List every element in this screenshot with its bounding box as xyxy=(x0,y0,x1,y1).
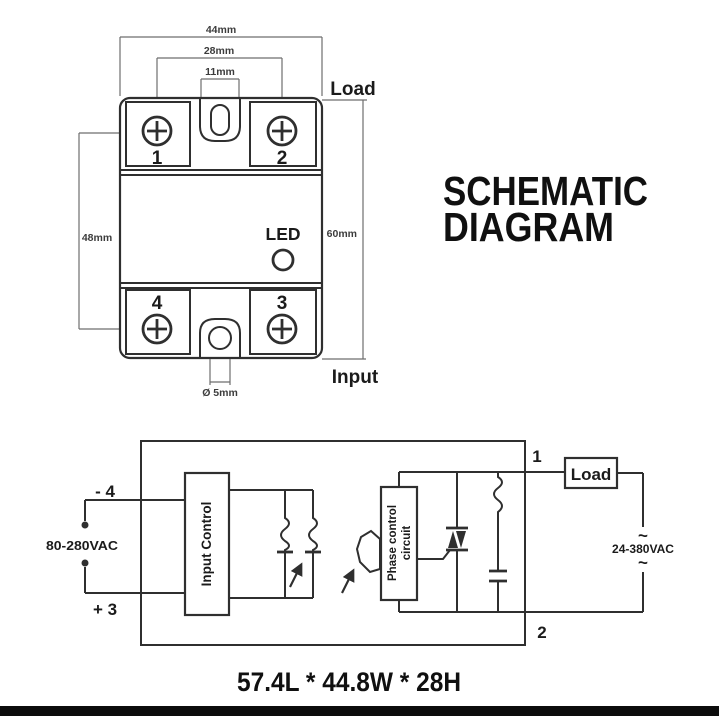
screw-terminal-4-icon xyxy=(141,313,173,345)
led-branch-1-icon xyxy=(280,490,290,598)
dim-60mm-label: 60mm xyxy=(327,228,357,240)
led-label: LED xyxy=(266,224,301,244)
top-mounting-slot xyxy=(199,99,241,142)
dimension-11mm: 11mm xyxy=(200,66,240,97)
bottom-bar xyxy=(0,706,719,716)
bottom-mounting-slot xyxy=(199,318,241,357)
terminal-4-number: 4 xyxy=(152,293,163,314)
load-side-label: Load xyxy=(330,79,375,100)
title-line-1: SCHEMATIC xyxy=(443,168,648,214)
ac-source-node-top xyxy=(81,521,89,529)
snubber-branch xyxy=(489,472,507,612)
terminal-2: 2 xyxy=(249,101,317,169)
dim-11mm-label: 11mm xyxy=(205,66,235,78)
optocoupler-emitter xyxy=(229,489,321,599)
terminal-2-number: 2 xyxy=(277,148,288,169)
page-title: SCHEMATIC DIAGRAM xyxy=(443,168,648,250)
input-control-label: Input Control xyxy=(199,502,214,587)
ac-source-node-bottom xyxy=(81,559,89,567)
light-emission-arrow-icon xyxy=(289,562,303,588)
phase-control-label-line2: circuit xyxy=(401,526,413,561)
output-terminal-1-label: 1 xyxy=(532,447,541,466)
screw-terminal-1-icon xyxy=(141,115,173,147)
phase-control-block xyxy=(379,485,419,602)
dim-hole-label: Ø 5mm xyxy=(202,387,238,399)
dimension-60mm: 60mm xyxy=(322,99,367,360)
terminal-4: 4 xyxy=(125,289,191,355)
dim-44mm-label: 44mm xyxy=(206,24,236,36)
phase-control-label-line1: Phase control xyxy=(387,505,399,581)
terminal-1: 1 xyxy=(125,101,191,169)
mechanical-drawing: 44mm 28mm 11mm 48mm 60mm xyxy=(78,24,379,399)
light-reception-arrow-icon xyxy=(341,568,355,594)
dim-28mm-label: 28mm xyxy=(204,45,234,57)
dim-48mm-label: 48mm xyxy=(82,232,112,244)
input-terminal-negative-label: - 4 xyxy=(95,482,115,501)
screw-terminal-2-icon xyxy=(266,115,298,147)
led-indicator-icon xyxy=(271,248,295,272)
output-terminal-2-label: 2 xyxy=(537,623,546,642)
triac-gate-wire xyxy=(417,549,451,560)
terminal-1-number: 1 xyxy=(152,148,163,169)
dimension-44mm: 44mm xyxy=(119,24,323,96)
input-side-label: Input xyxy=(332,367,379,388)
ac-symbol-top: ~ xyxy=(638,526,648,545)
input-control-block xyxy=(183,471,231,617)
load-label: Load xyxy=(571,465,612,484)
led-branch-2-icon xyxy=(308,490,318,598)
electrical-schematic: - 4 + 3 80-280VAC Input Control Phase co… xyxy=(46,440,674,646)
top-mounting-hole-icon xyxy=(210,104,230,136)
input-terminal-positive-label: + 3 xyxy=(93,600,117,619)
dimension-hole-5mm: Ø 5mm xyxy=(202,359,238,399)
terminal-3: 3 xyxy=(249,289,317,355)
bottom-mounting-hole-icon xyxy=(208,326,232,350)
dimension-28mm: 28mm xyxy=(156,45,283,116)
photo-receiver-icon xyxy=(355,529,381,574)
input-voltage-label: 80-280VAC xyxy=(46,539,118,553)
ac-symbol-bottom: ~ xyxy=(638,553,648,572)
size-spec-label: 57.4L * 44.8W * 28H xyxy=(237,667,461,697)
triac-icon xyxy=(417,472,468,612)
screw-terminal-3-icon xyxy=(266,313,298,345)
ssr-enclosure-outline xyxy=(140,440,526,646)
terminal-3-number: 3 xyxy=(277,293,288,314)
title-line-2: DIAGRAM xyxy=(443,204,614,250)
snubber-resistor-icon xyxy=(493,472,503,570)
output-voltage-label: 24-380VAC xyxy=(612,544,674,556)
